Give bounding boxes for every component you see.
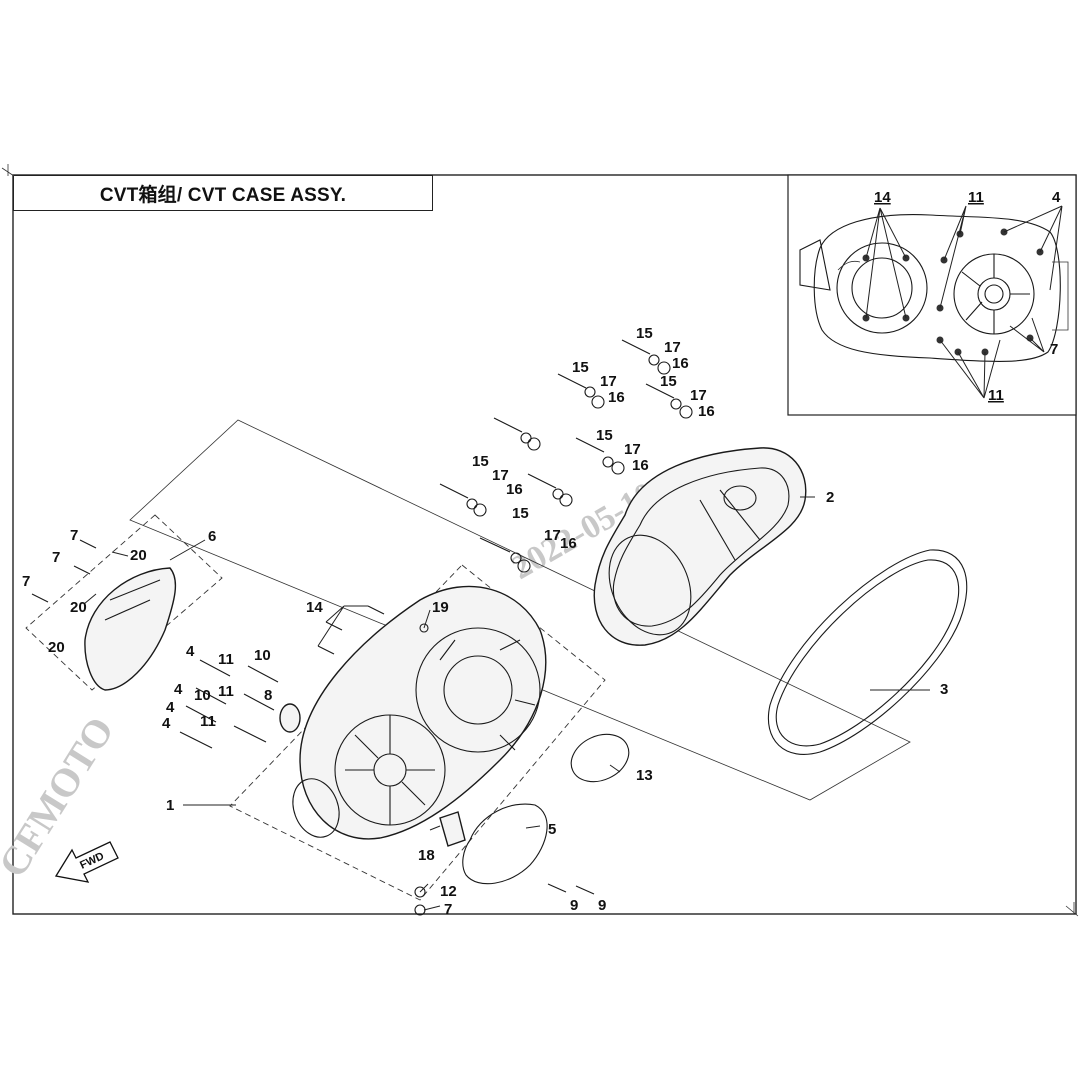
callout-15-f: 15 bbox=[512, 505, 529, 522]
callout-10-a: 10 bbox=[254, 647, 271, 664]
callout-16-d: 16 bbox=[632, 457, 649, 474]
inset-box bbox=[787, 174, 1077, 416]
callout-4-a: 4 bbox=[186, 643, 195, 660]
callout-17-a: 17 bbox=[664, 339, 681, 356]
callout-16-f: 16 bbox=[560, 535, 577, 552]
inset-callout-11-bottom: 11 bbox=[988, 387, 1004, 404]
washer-set bbox=[414, 354, 693, 916]
callout-7-c: 7 bbox=[22, 573, 30, 590]
inset-case-outline bbox=[799, 214, 1069, 362]
callout-20-c: 20 bbox=[48, 639, 65, 656]
callout-12: 12 bbox=[440, 883, 457, 900]
callout-16-a: 16 bbox=[672, 355, 689, 372]
callout-14: 14 bbox=[306, 599, 323, 616]
callout-5: 5 bbox=[548, 821, 556, 838]
callout-19: 19 bbox=[432, 599, 449, 616]
callout-17-b: 17 bbox=[600, 373, 617, 390]
callout-17-f: 17 bbox=[544, 527, 561, 544]
group-box-6 bbox=[25, 514, 223, 691]
callout-9-a: 9 bbox=[570, 897, 578, 914]
callout-17-c: 17 bbox=[690, 387, 707, 404]
callout-15-b: 15 bbox=[572, 359, 589, 376]
callout-13: 13 bbox=[636, 767, 653, 784]
callout-15-c: 15 bbox=[660, 373, 677, 390]
callout-11-c: 11 bbox=[200, 713, 216, 730]
callout-4-d: 4 bbox=[162, 715, 171, 732]
part-13-gasket bbox=[570, 733, 630, 783]
part-3-gasket bbox=[768, 549, 968, 755]
callout-18: 18 bbox=[418, 847, 435, 864]
callout-7-b: 7 bbox=[52, 549, 60, 566]
fwd-arrow: FWD bbox=[54, 841, 119, 883]
title-box: CVT箱组/ CVT CASE ASSY. bbox=[13, 175, 433, 211]
callout-20-a: 20 bbox=[130, 547, 147, 564]
callout-7-d: 7 bbox=[444, 901, 452, 918]
callout-2: 2 bbox=[826, 489, 834, 506]
bolt-set bbox=[31, 339, 675, 895]
callout-4-c: 4 bbox=[166, 699, 175, 716]
inset-callout-7: 7 bbox=[1050, 341, 1058, 358]
callout-16-b: 16 bbox=[608, 389, 625, 406]
callout-11-b: 11 bbox=[218, 683, 234, 700]
inset-callout-11-top: 11 bbox=[968, 189, 984, 206]
part-6-guard bbox=[84, 567, 177, 691]
callout-16-c: 16 bbox=[698, 403, 715, 420]
part-5-gasket bbox=[462, 803, 548, 885]
callout-20-b: 20 bbox=[70, 599, 87, 616]
callout-11-a: 11 bbox=[218, 651, 234, 668]
corner-marks bbox=[1, 164, 1079, 917]
drawing-frame bbox=[12, 174, 1077, 915]
callout-15-e: 15 bbox=[472, 453, 489, 470]
part-8-seal bbox=[279, 703, 301, 733]
callout-16-e: 16 bbox=[506, 481, 523, 498]
callout-8: 8 bbox=[264, 687, 272, 704]
callout-3: 3 bbox=[940, 681, 948, 698]
inset-callout-4: 4 bbox=[1052, 189, 1061, 206]
callout-15-d: 15 bbox=[596, 427, 613, 444]
callout-7-a: 7 bbox=[70, 527, 78, 544]
callout-17-e: 17 bbox=[492, 467, 509, 484]
callout-9-b: 9 bbox=[598, 897, 606, 914]
part-2-outer-cover bbox=[593, 447, 807, 646]
diagram-title: CVT箱组/ CVT CASE ASSY. bbox=[99, 184, 347, 206]
inset-callout-14: 14 bbox=[874, 189, 891, 206]
callout-4-b: 4 bbox=[174, 681, 183, 698]
part-1-inner-housing bbox=[292, 585, 547, 840]
leader-lines bbox=[83, 496, 930, 911]
inset-leader-lines bbox=[865, 205, 1063, 399]
callout-6: 6 bbox=[208, 528, 216, 545]
explode-guide-main bbox=[129, 419, 911, 801]
callout-1: 1 bbox=[166, 797, 174, 814]
callout-15-a: 15 bbox=[636, 325, 653, 342]
part-18-dowel bbox=[439, 811, 466, 847]
callout-10-b: 10 bbox=[194, 687, 211, 704]
callout-17-d: 17 bbox=[624, 441, 641, 458]
